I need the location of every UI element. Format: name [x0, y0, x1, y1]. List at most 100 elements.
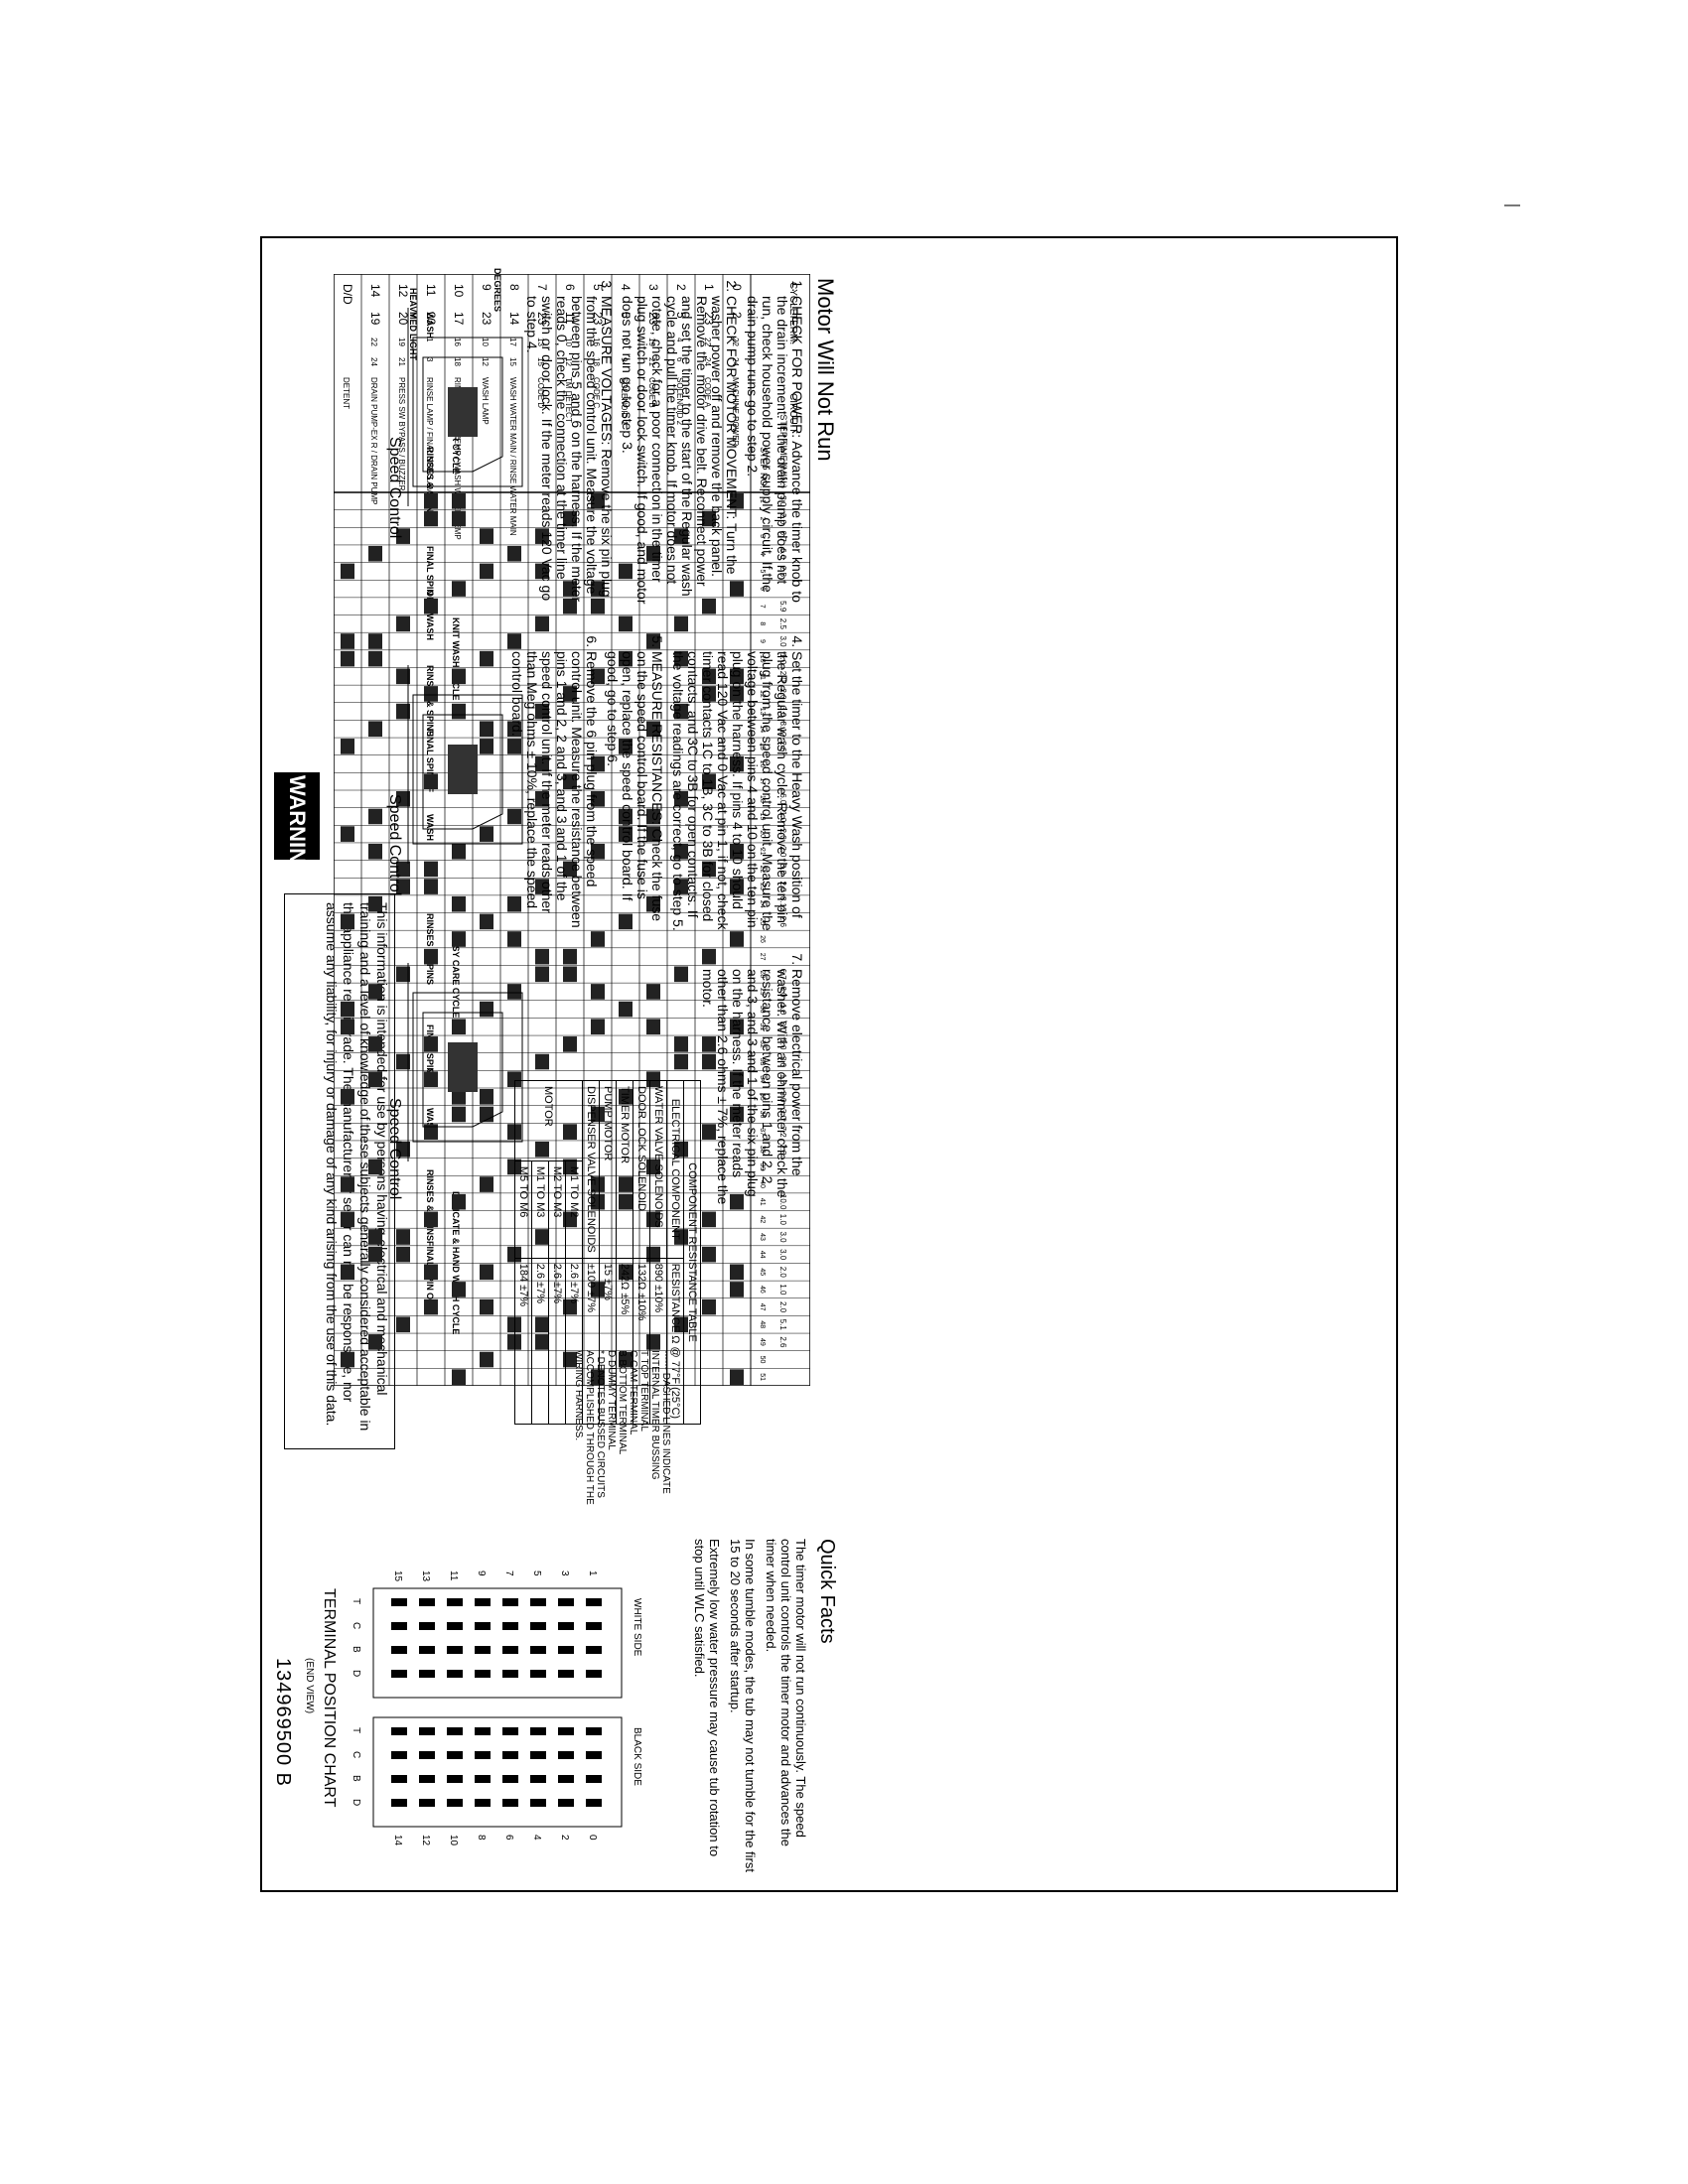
terminal-blade	[391, 1751, 407, 1759]
contact-bar	[702, 1053, 716, 1070]
row-n: 6	[675, 357, 684, 362]
terminal-blade	[530, 1751, 546, 1759]
row-circuit: DRAIN PUMP-EX R / DRAIN PUMP	[369, 377, 378, 504]
row-c: 14	[507, 312, 521, 326]
terminal-blade	[475, 1799, 491, 1807]
row-c: 5	[619, 312, 633, 319]
terminal-blade	[558, 1751, 574, 1759]
step-time-label: 1.0	[778, 653, 787, 665]
step-number-label: 33	[759, 1058, 766, 1066]
contact-bar	[535, 528, 549, 544]
contact-bar	[674, 791, 688, 807]
contact-bar	[368, 895, 382, 912]
chart-header-term: TERM.	[787, 314, 798, 344]
contact-bar	[507, 545, 521, 562]
contact-bar	[535, 1334, 549, 1350]
contact-bar	[396, 791, 410, 807]
row-c: 19	[368, 312, 382, 326]
terminal-blade	[447, 1727, 463, 1735]
terminal-blade	[475, 1775, 491, 1783]
contact-bar	[368, 633, 382, 649]
terminal-row-label: C	[351, 1751, 361, 1758]
row-cam: 2	[674, 284, 688, 291]
step-time-label: 2.8	[778, 1144, 787, 1156]
contact-bar	[535, 791, 549, 807]
contact-bar	[341, 1019, 354, 1035]
row-c: 17	[452, 312, 466, 326]
step-time-label: 3.0	[778, 1249, 787, 1261]
step-number-label: 4	[759, 552, 766, 556]
contact-bar	[452, 1019, 466, 1035]
step-time-label: 2.6	[778, 741, 787, 752]
contact-bar	[646, 808, 660, 825]
contact-bar	[674, 843, 688, 860]
terminal-right-number: 0	[587, 1835, 598, 1841]
terminal-blade	[558, 1598, 574, 1606]
contact-bar	[646, 1334, 660, 1350]
contact-bar	[507, 808, 521, 825]
contact-bar	[702, 948, 716, 965]
contact-bar	[452, 703, 466, 720]
terminal-blade	[475, 1670, 491, 1678]
chart-header-step-no: STEP NO.	[759, 447, 769, 488]
contact-bar	[619, 650, 633, 667]
terminal-left-number: 1	[587, 1570, 598, 1576]
contact-bar	[646, 826, 660, 842]
contact-bar	[424, 1071, 438, 1088]
contact-bar	[368, 1246, 382, 1263]
contact-bar	[730, 843, 744, 860]
corner-mark: —	[1504, 197, 1520, 213]
step-time-label: 3.0	[778, 1091, 787, 1103]
step-number-label: 23	[759, 883, 766, 890]
step-time-label: 6.0	[778, 548, 787, 560]
terminal-left-number: 3	[559, 1570, 570, 1576]
row-n: 15	[536, 357, 545, 366]
step-5: MEASURE RESISTANCES: Check the fuse on t…	[605, 651, 665, 931]
contact-bar	[563, 861, 577, 878]
step-number-label: 16	[759, 760, 766, 768]
wiring-sheet: WARNING This information is intended for…	[260, 236, 1398, 1892]
contact-bar	[563, 1351, 577, 1368]
contact-bar	[507, 739, 521, 754]
contact-bar	[535, 1229, 549, 1245]
contact-bar	[424, 948, 438, 965]
terminal-blade	[586, 1670, 602, 1678]
row-circuit: CODE C	[592, 377, 601, 408]
contact-bar	[563, 948, 577, 965]
terminal-blade	[558, 1646, 574, 1654]
contact-bar	[480, 913, 493, 930]
contact-bar	[646, 633, 660, 649]
row-n: 12	[564, 357, 573, 366]
contact-bar	[535, 615, 549, 632]
step-time-label: 1.0	[778, 1004, 787, 1016]
terminal-blade	[502, 1751, 518, 1759]
contact-bar	[341, 563, 354, 580]
step-number-label: 50	[759, 1356, 766, 1364]
row-circuit: SOLENOID 1	[620, 377, 629, 426]
row-circuit: SOLENOID 2	[675, 377, 684, 426]
terminal-chart-sub: (END VIEW)	[304, 1658, 315, 1714]
contact-bar	[424, 1124, 438, 1140]
row-cam: 8	[507, 284, 521, 291]
step-number-label: 22	[759, 866, 766, 874]
black-side-label: BLACK SIDE	[632, 1727, 642, 1786]
row-t: 16	[453, 338, 462, 346]
row-circuit: WASH WATER MAIN / RINSE WATER MAIN	[508, 377, 517, 536]
step-time-label: 2.0	[778, 513, 787, 525]
contact-bar	[591, 493, 605, 509]
contact-bar	[563, 773, 577, 789]
instructions-col-1: CHECK FOR POWER: Advance the timer knob …	[518, 278, 805, 612]
terminal-right-number: 14	[392, 1835, 403, 1846]
chart-header-cycle: CYCLE	[787, 282, 798, 316]
contact-bar	[646, 1246, 660, 1263]
row-circuit: CODE B	[647, 377, 656, 408]
contact-bar	[619, 1351, 633, 1368]
terminal-blade	[502, 1670, 518, 1678]
terminal-right-number: 10	[448, 1835, 459, 1846]
terminal-blade	[391, 1727, 407, 1735]
contact-bar	[368, 808, 382, 825]
contact-bar	[563, 1298, 577, 1315]
contact-bar	[396, 528, 410, 544]
step-time-label: 1.0	[778, 1074, 787, 1086]
